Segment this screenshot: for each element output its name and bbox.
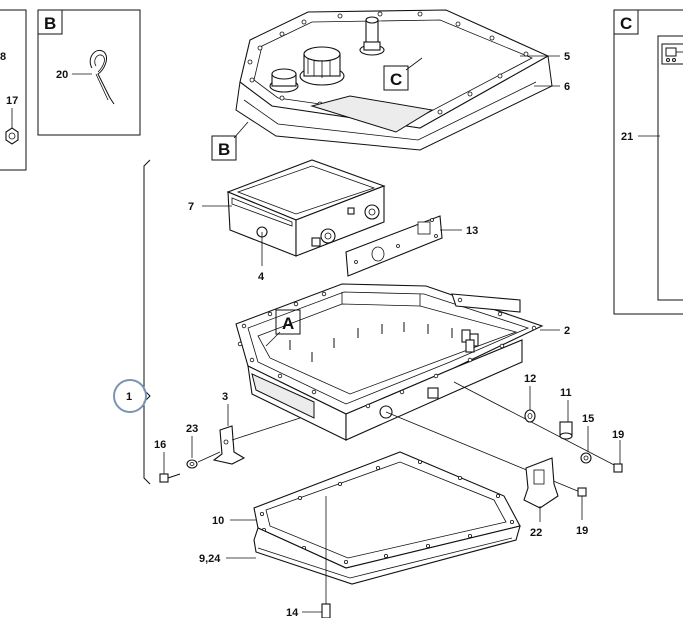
pan-studs	[289, 322, 477, 362]
small-cap	[269, 68, 299, 93]
part-label-7: 7	[188, 201, 194, 213]
oil-pan	[235, 283, 544, 441]
mounting-bracket	[212, 425, 246, 465]
part-label-15: 15	[582, 413, 594, 425]
callout-box-a: A	[265, 309, 301, 347]
assembly-bracket	[143, 159, 151, 485]
bolt-19-right	[613, 463, 623, 473]
detail-box-b-letter: B	[44, 14, 56, 33]
bolt-16	[159, 473, 181, 483]
fitting-12	[524, 409, 536, 423]
detail-box-b: B 20	[37, 9, 141, 136]
callout-a-letter: A	[282, 314, 294, 333]
washer-23	[186, 459, 198, 469]
part-label-3: 3	[222, 391, 228, 403]
part-label-19-lower: 19	[576, 525, 588, 537]
part-label-17: 17	[6, 95, 18, 107]
callout-box-c: C	[383, 57, 423, 91]
part-label-13: 13	[466, 225, 478, 237]
bracket-22	[523, 457, 559, 509]
part-label-4: 4	[258, 271, 265, 283]
cable-tie-illustration	[89, 50, 115, 105]
part-label-16: 16	[154, 439, 166, 451]
control-unit	[226, 159, 386, 257]
part-label-14: 14	[286, 607, 299, 618]
washer-15	[580, 452, 592, 464]
breather-pipe	[359, 16, 385, 56]
detail-box-c: C 21	[613, 9, 683, 315]
part-label-6: 6	[564, 81, 570, 93]
part-label-23: 23	[186, 423, 198, 435]
bolt-19-lower	[577, 487, 587, 497]
detail-box-c-letter: C	[620, 14, 632, 33]
pan-bolt-holes	[237, 291, 537, 409]
part-label-20: 20	[56, 69, 68, 81]
top-gasket	[235, 55, 553, 151]
drain-stud-14	[321, 496, 331, 618]
callout-box-b: B	[211, 121, 249, 161]
plug-11	[559, 421, 573, 440]
part-label-9-24: 9,24	[199, 553, 221, 565]
part-label-10: 10	[212, 515, 224, 527]
part-label-8: 8	[0, 51, 6, 63]
part-label-21: 21	[621, 131, 633, 143]
part-label-2: 2	[564, 325, 570, 337]
part-label-22: 22	[530, 527, 542, 539]
part-1-highlight: 1	[113, 379, 147, 413]
bottom-plate	[253, 525, 521, 585]
filler-cap	[299, 46, 345, 86]
part-label-11: 11	[560, 387, 572, 399]
part-label-5: 5	[564, 51, 570, 63]
top-cover-plate	[239, 9, 550, 133]
part-label-1: 1	[126, 391, 132, 403]
detail-box-left-partial: 8 17	[0, 9, 27, 171]
part-label-19-right: 19	[612, 429, 624, 441]
decal-illustration	[657, 35, 683, 301]
callout-b-letter: B	[218, 140, 230, 159]
gasket-plate	[345, 215, 443, 277]
callout-c-letter: C	[390, 70, 402, 89]
part-label-12: 12	[524, 373, 536, 385]
